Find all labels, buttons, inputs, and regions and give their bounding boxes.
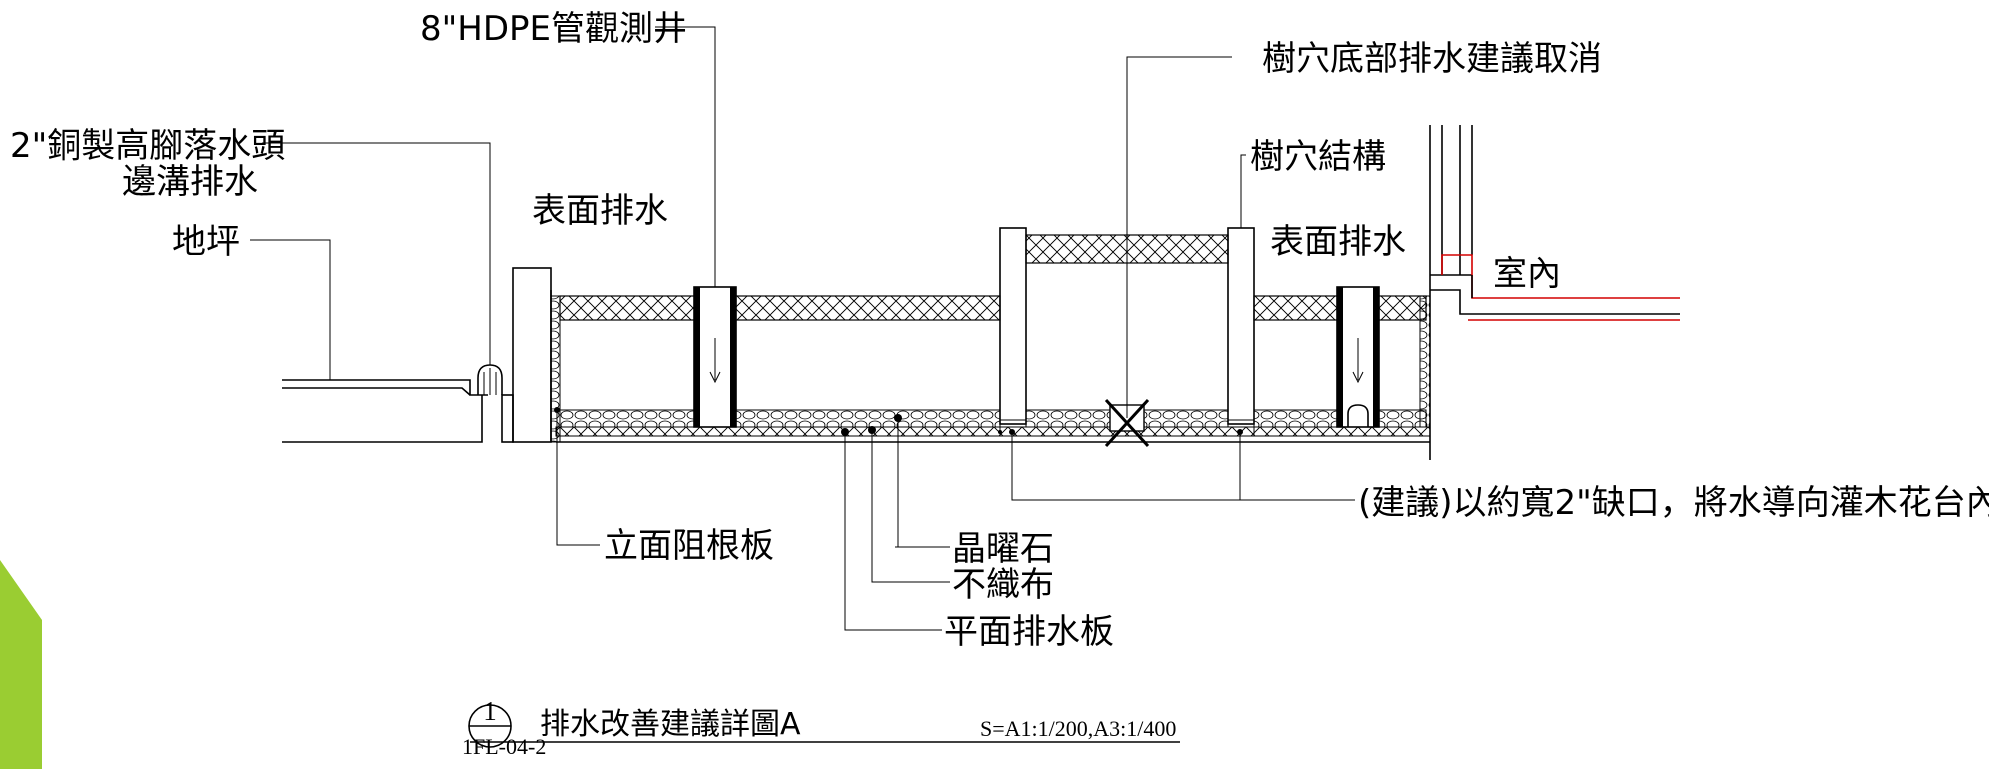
label-surface-drain-left: 表面排水: [532, 191, 668, 231]
label-tree-pit-structure: 樹穴結構: [1250, 137, 1386, 177]
green-side-bar: [0, 560, 42, 769]
paving-slab: [282, 379, 488, 443]
detail-number: 1: [483, 696, 497, 726]
label-surface-drain-right: 表面排水: [1270, 222, 1406, 262]
label-drainage-board: 平面排水板: [944, 612, 1114, 652]
left-curb-wall: [501, 267, 552, 443]
label-paving: 地坪: [172, 222, 240, 262]
leader-lines: [250, 26, 1355, 631]
label-hdpe-well: 8"HDPE管觀測井: [420, 9, 687, 49]
building-wall: [1429, 125, 1680, 321]
copper-drain-head: [477, 364, 503, 395]
label-tree-pit-drain-cancel: 樹穴底部排水建議取消: [1262, 39, 1602, 79]
label-notch-suggestion: (建議)以約寬2"缺口，將水導向灌木花台內: [1358, 483, 1989, 523]
detail-scale: S=A1:1/200,A3:1/400: [980, 716, 1176, 741]
title-block: [468, 704, 1180, 748]
hdpe-well-left: [693, 286, 737, 428]
sheet-ref: 1FL-04-2: [462, 734, 546, 759]
label-indoor: 室內: [1493, 254, 1561, 294]
left-planting-bed: [555, 295, 1430, 443]
label-crystal-stone: 晶曜石: [952, 529, 1054, 569]
label-copper-drain-1: 2"銅製高腳落水頭: [10, 126, 285, 166]
hdpe-well-right: [1336, 286, 1380, 428]
label-root-barrier: 立面阻根板: [604, 526, 774, 566]
label-copper-drain-2: 邊溝排水: [122, 162, 258, 202]
label-geotextile: 不織布: [952, 565, 1054, 605]
detail-title: 排水改善建議詳圖A: [540, 707, 801, 742]
root-barrier-left: [550, 295, 561, 443]
